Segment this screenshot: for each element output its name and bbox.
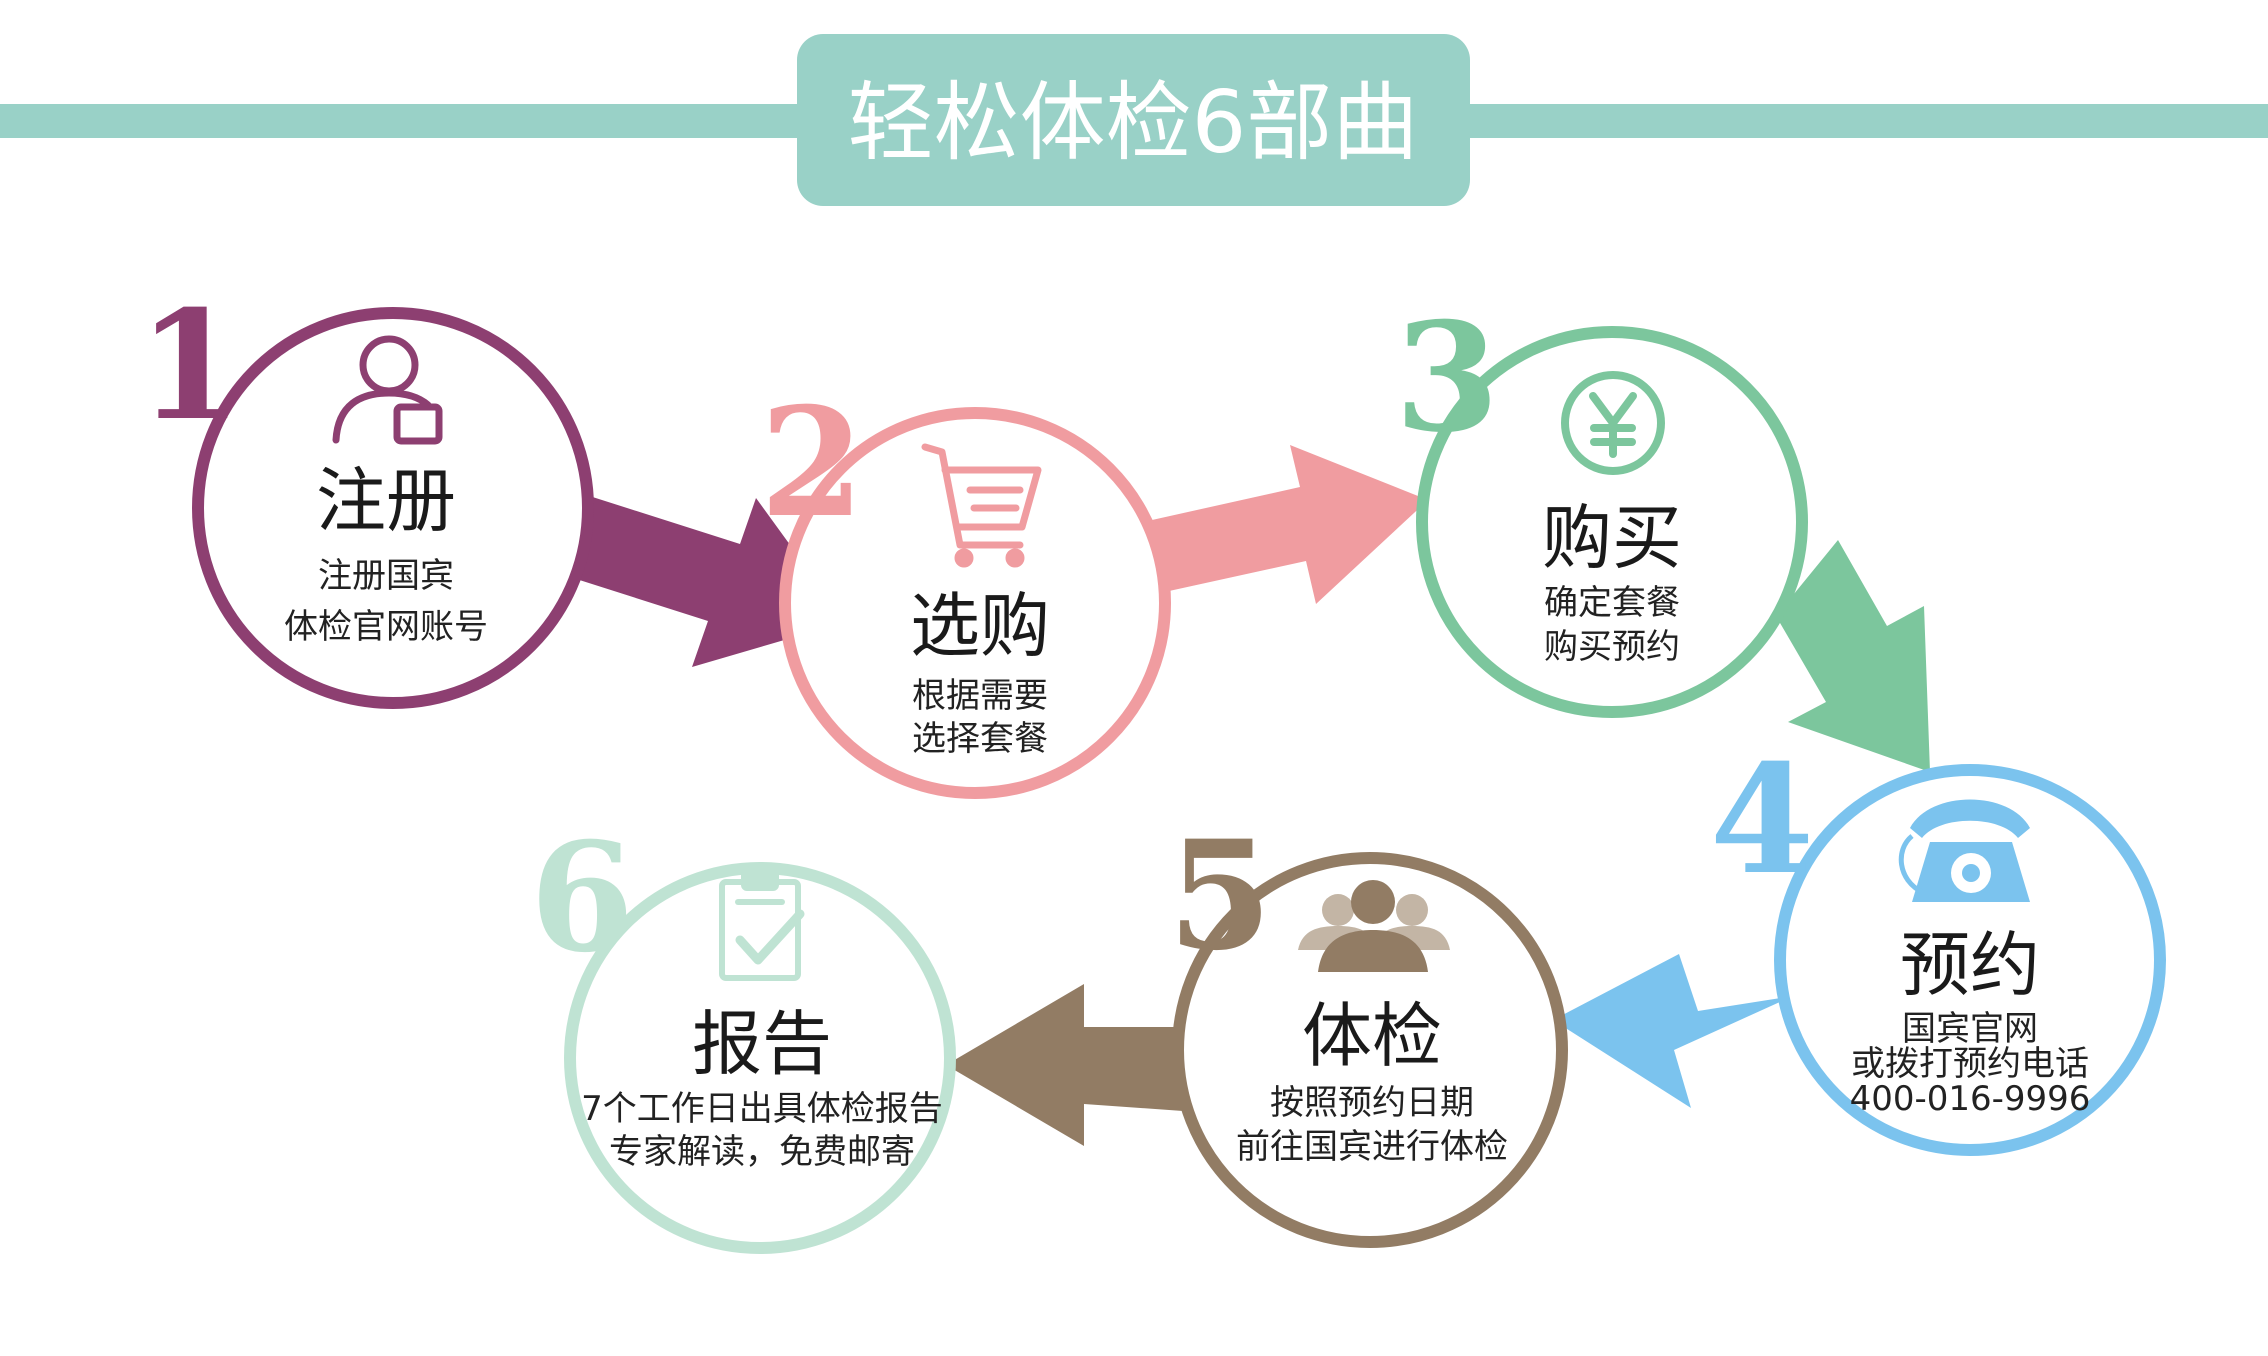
arrows — [548, 445, 1930, 1146]
step-4: 4 预约 国宾官网 或拨打预约电话 400-016-9996 — [1710, 732, 2166, 1156]
step-3: 3 购买 确定套餐 购买预约 — [1395, 290, 1808, 718]
step-6-ring — [564, 862, 956, 1254]
step-5-number: 5 — [1168, 808, 1272, 984]
step-5-title: 体检 — [1302, 995, 1442, 1077]
step-2-line-1: 根据需要 — [912, 676, 1048, 716]
step-3-ring — [1416, 326, 1808, 718]
arrow-2-to-3 — [1152, 445, 1428, 604]
page-title: 轻松体检6部曲 — [848, 73, 1419, 173]
clipboard-check-icon — [719, 869, 805, 981]
step-3-line-1: 确定套餐 — [1544, 583, 1680, 623]
step-3-line-2: 购买预约 — [1544, 627, 1680, 667]
header: 轻松体检6部曲 — [0, 34, 2268, 206]
step-6-title: 报告 — [692, 1003, 832, 1085]
step-1-line-2: 体检官网账号 — [284, 607, 488, 647]
step-4-ring — [1774, 764, 2166, 1156]
step-3-title: 购买 — [1542, 497, 1682, 579]
arrow-4-to-5 — [1553, 954, 1793, 1108]
step-5-ring — [1172, 852, 1568, 1248]
step-2-title: 选购 — [910, 585, 1050, 667]
step-2-number: 2 — [760, 375, 864, 551]
yen-coin-icon — [1561, 371, 1665, 475]
arrow-1-to-2 — [548, 493, 846, 667]
step-4-line-3: 400-016-9996 — [1850, 1079, 2091, 1119]
shopping-cart-icon — [921, 443, 1042, 568]
step-2-line-2: 选择套餐 — [912, 719, 1048, 759]
step-2: 2 选购 根据需要 选择套餐 — [760, 375, 1171, 799]
step-4-line-2: 或拨打预约电话 — [1851, 1044, 2089, 1084]
step-4-number: 4 — [1710, 732, 1814, 908]
step-5-line-1: 按照预约日期 — [1270, 1083, 1474, 1123]
user-card-icon — [332, 335, 443, 445]
telephone-icon — [1898, 799, 2030, 902]
people-group-icon — [1298, 880, 1450, 972]
step-6-line-2: 专家解读，免费邮寄 — [609, 1132, 915, 1172]
step-5-line-2: 前往国宾进行体检 — [1236, 1127, 1508, 1167]
step-3-number: 3 — [1395, 290, 1499, 466]
step-1: 1 注册 注册国宾 体检官网账号 — [138, 278, 594, 709]
arrow-5-to-6 — [946, 984, 1183, 1146]
step-1-title: 注册 — [316, 460, 456, 542]
step-6-number: 6 — [530, 810, 634, 986]
step-6-line-1: 7个工作日出具体检报告 — [581, 1089, 943, 1129]
header-box — [797, 34, 1470, 206]
step-1-number: 1 — [138, 278, 242, 454]
step-1-ring — [192, 307, 594, 709]
step-2-ring — [779, 407, 1171, 799]
step-4-title: 预约 — [1900, 924, 2040, 1006]
step-4-line-1: 国宾官网 — [1902, 1009, 2038, 1049]
step-6: 6 报告 7个工作日出具体检报告 专家解读，免费邮寄 — [530, 810, 956, 1254]
step-1-line-1: 注册国宾 — [318, 556, 454, 596]
step-5: 5 体检 按照预约日期 前往国宾进行体检 — [1168, 808, 1568, 1248]
arrow-3-to-4 — [1776, 540, 1930, 772]
